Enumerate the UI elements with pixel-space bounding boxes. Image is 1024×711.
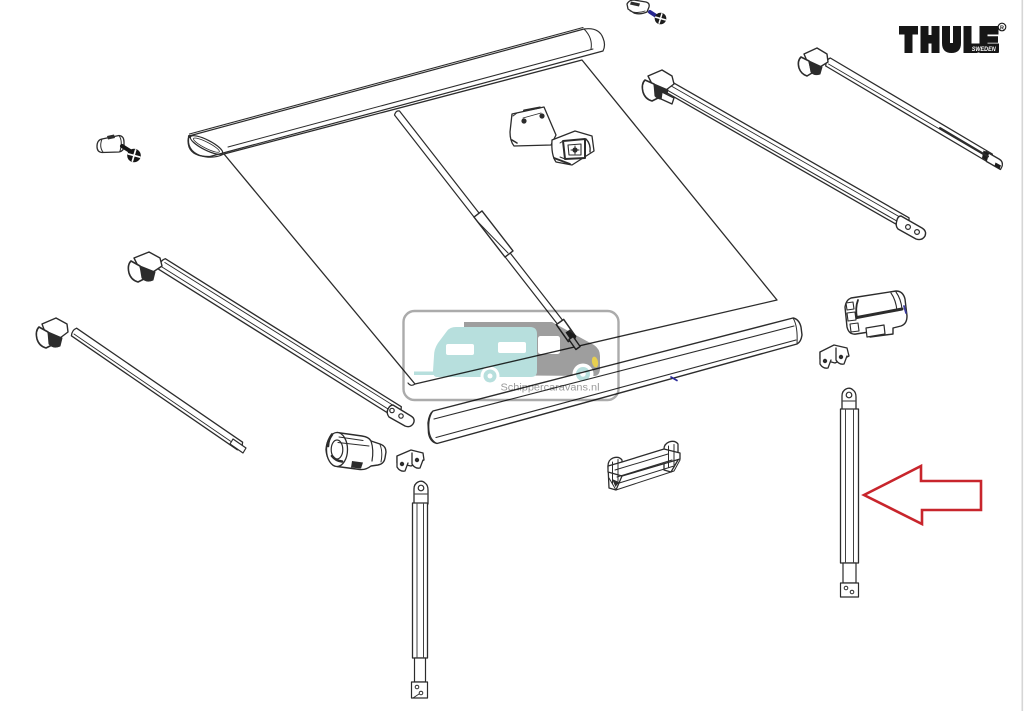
- svg-text:Schippercaravans.nl: Schippercaravans.nl: [501, 383, 600, 394]
- svg-text:SWEDEN: SWEDEN: [972, 46, 996, 53]
- svg-text:R: R: [1000, 26, 1004, 32]
